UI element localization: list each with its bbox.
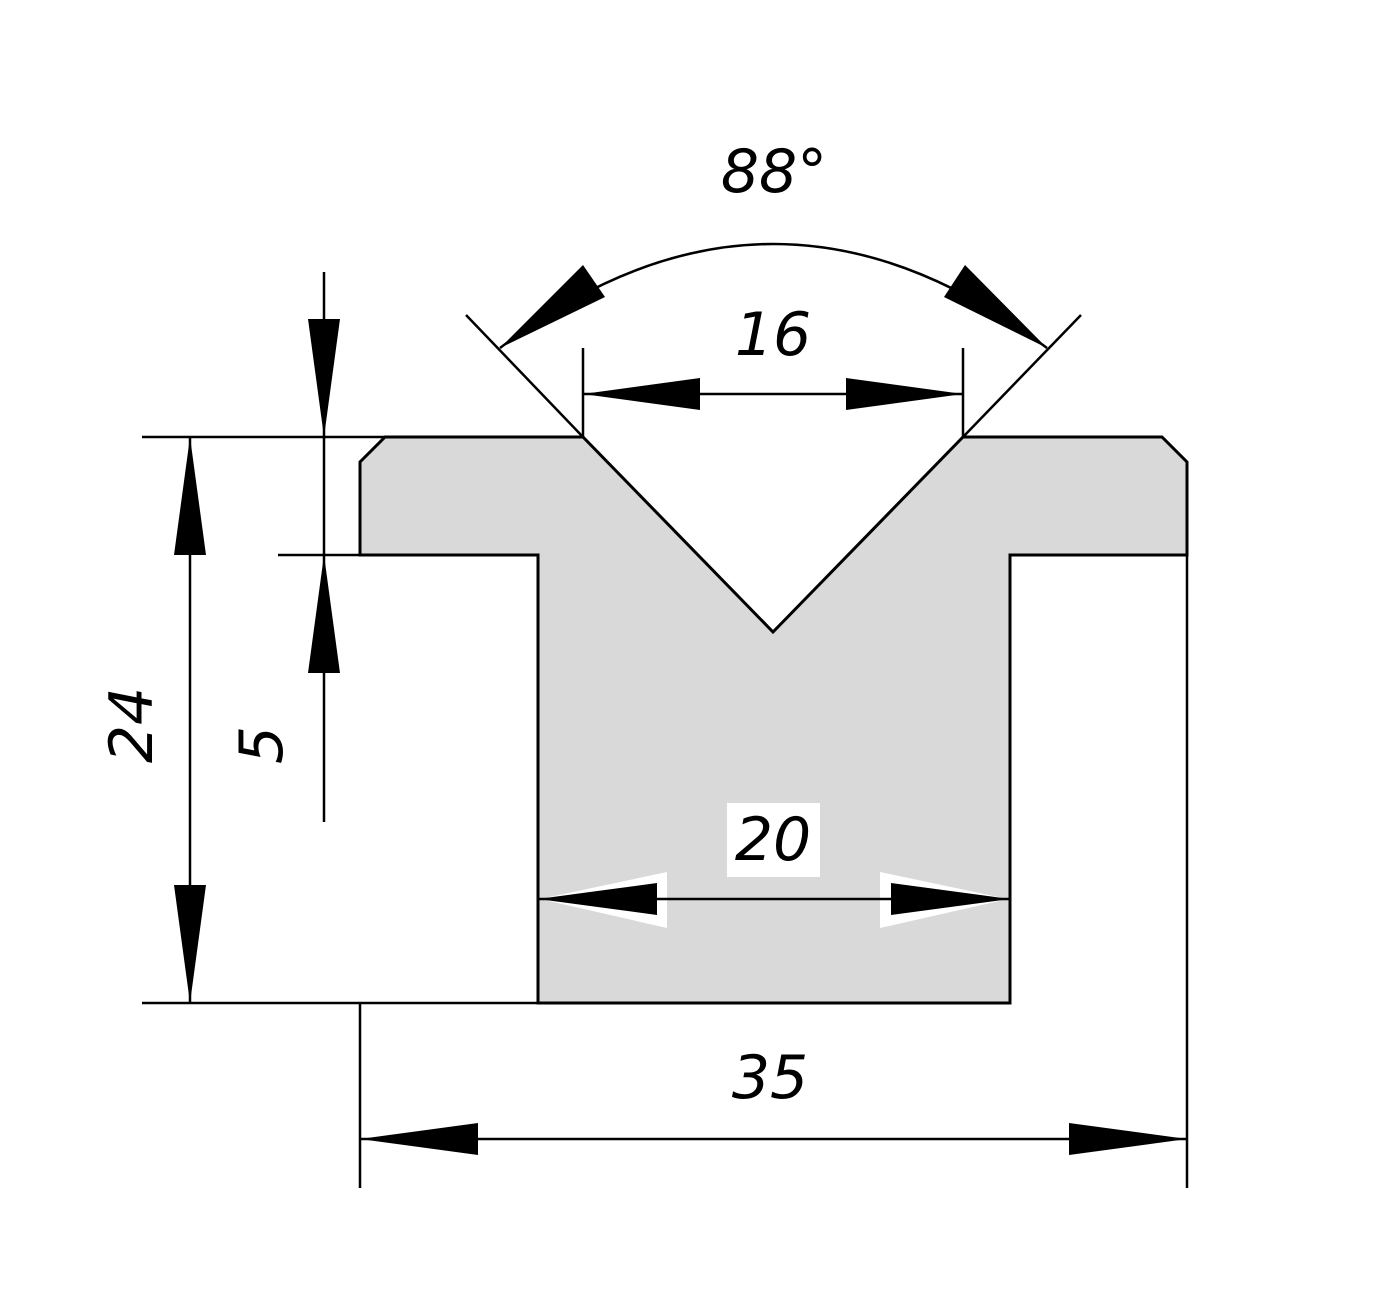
extension-lines bbox=[142, 314, 1189, 1188]
top-thickness-arrow-down bbox=[308, 319, 340, 437]
height-arrow-top bbox=[174, 437, 206, 555]
v-width-arrow-right bbox=[846, 378, 963, 410]
overall-width-dimension: 35 bbox=[360, 1043, 1187, 1155]
top-thickness-arrow-up bbox=[308, 555, 340, 673]
angle-arrow-left bbox=[500, 265, 605, 348]
v-width-label: 16 bbox=[735, 300, 811, 370]
inner-width-arrow-left bbox=[538, 883, 657, 915]
angle-arrow-right bbox=[944, 265, 1047, 348]
height-label: 24 bbox=[97, 687, 167, 763]
overall-width-arrow-left bbox=[360, 1123, 478, 1155]
inner-width-label: 20 bbox=[735, 805, 811, 875]
v-width-dimension: 16 bbox=[583, 300, 963, 410]
angle-label: 88° bbox=[721, 137, 827, 207]
top-thickness-label: 5 bbox=[227, 726, 297, 764]
die-profile bbox=[358, 435, 1189, 1005]
angle-dimension: 88° bbox=[499, 137, 1048, 349]
inner-width-arrow-right bbox=[891, 883, 1010, 915]
v-width-arrow-left bbox=[583, 378, 700, 410]
height-arrow-bottom bbox=[174, 885, 206, 1003]
inner-width-dimension: 20 bbox=[538, 803, 1010, 928]
inner-width-label-bg bbox=[727, 803, 820, 877]
overall-width-label: 35 bbox=[732, 1043, 808, 1113]
overall-width-arrow-right bbox=[1069, 1123, 1187, 1155]
top-thickness-dimension: 5 bbox=[227, 272, 340, 822]
height-dimension: 24 bbox=[97, 437, 206, 1003]
